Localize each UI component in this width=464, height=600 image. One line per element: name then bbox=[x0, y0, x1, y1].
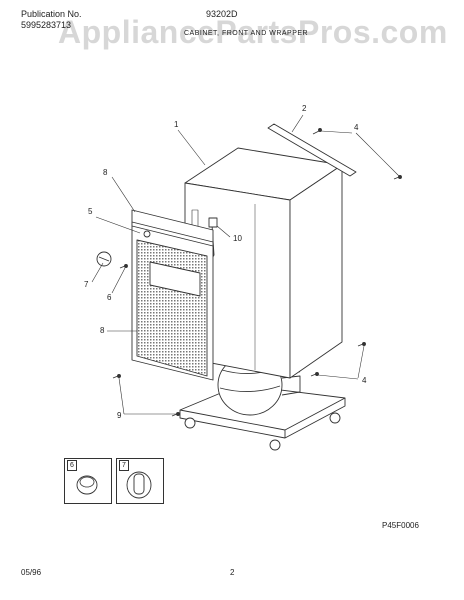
callout-part-9: 9 bbox=[117, 411, 122, 420]
model-code: 93202D bbox=[206, 9, 238, 19]
caster-wheel bbox=[184, 417, 196, 429]
callout-part-4-top: 4 bbox=[354, 123, 359, 132]
callout-part-8-bottom: 8 bbox=[100, 326, 105, 335]
top-trim-strip bbox=[267, 123, 357, 177]
callout-part-2: 2 bbox=[302, 104, 307, 113]
screws bbox=[112, 128, 402, 417]
figure-code: P45F0006 bbox=[382, 521, 419, 530]
callout-part-6: 6 bbox=[107, 293, 112, 302]
knob-insert-icon bbox=[76, 475, 98, 495]
watermark: AppliancePartsPros.com bbox=[58, 14, 448, 50]
callout-part-4-bottom: 4 bbox=[362, 376, 367, 385]
caster-wheel bbox=[329, 412, 341, 424]
publication-label: Publication No. bbox=[21, 9, 82, 19]
inset-number-7: 7 bbox=[119, 460, 129, 471]
section-title: CABINET, FRONT AND WRAPPER bbox=[184, 30, 309, 37]
leader-lines bbox=[91, 114, 400, 415]
footer-date: 05/96 bbox=[21, 568, 42, 577]
control-knob-icon bbox=[126, 471, 152, 499]
callout-part-1: 1 bbox=[174, 120, 179, 129]
inset-part-6: 6 bbox=[64, 458, 112, 504]
callout-part-8-top: 8 bbox=[103, 168, 108, 177]
inset-part-7: 7 bbox=[116, 458, 164, 504]
callout-part-7: 7 bbox=[84, 280, 89, 289]
callout-part-10: 10 bbox=[233, 234, 242, 243]
callout-part-5: 5 bbox=[88, 207, 93, 216]
inset-number-6: 6 bbox=[67, 460, 77, 471]
control-knob bbox=[96, 251, 112, 267]
footer-page-number: 2 bbox=[230, 568, 235, 577]
publication-number: 5995283713 bbox=[21, 20, 72, 30]
front-panel bbox=[131, 209, 214, 381]
caster-wheel bbox=[269, 439, 281, 451]
